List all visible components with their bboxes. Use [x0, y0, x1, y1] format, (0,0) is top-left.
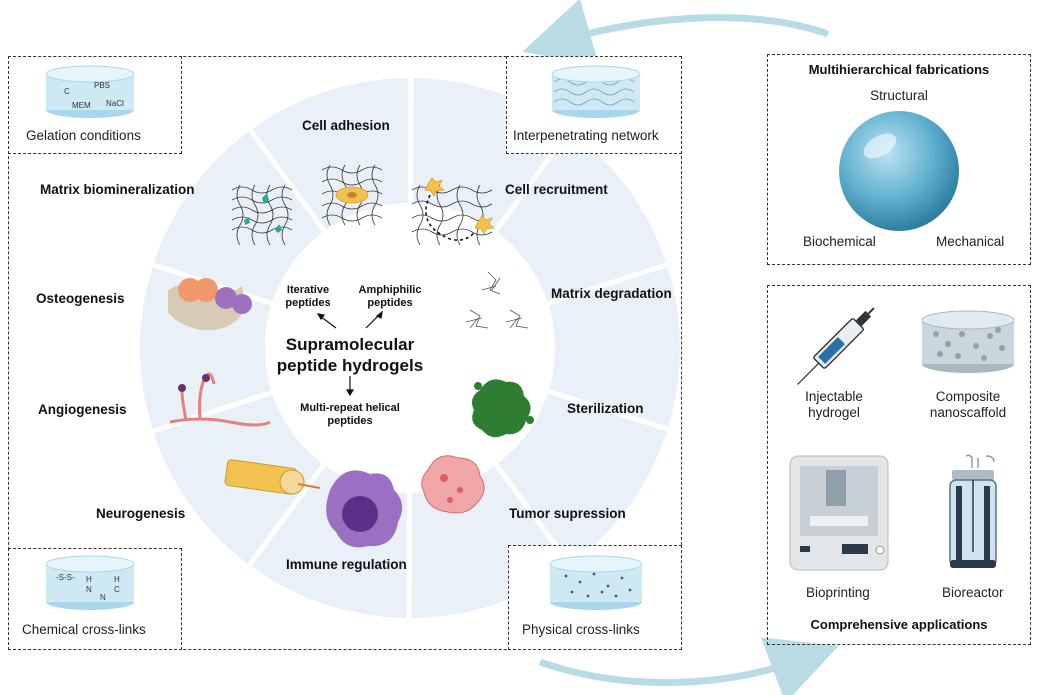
chemical-label: Chemical cross-links — [22, 622, 146, 637]
ring-label-cell-recruitment: Cell recruitment — [505, 182, 608, 197]
angiogenesis-icon — [169, 372, 271, 427]
ring-label-angiogenesis: Angiogenesis — [38, 402, 127, 417]
bioprinting-label: Bioprinting — [806, 585, 870, 600]
immune-cell-icon — [326, 470, 403, 548]
ring-label-neurogenesis: Neurogenesis — [96, 506, 186, 521]
sphere-icon — [839, 111, 959, 231]
ring-label-tumor-supression: Tumor supression — [509, 506, 626, 521]
gelation-label: Gelation conditions — [26, 128, 141, 143]
cell-recruitment-icon — [411, 177, 495, 246]
interpenetrating-label: Interpenetrating network — [513, 128, 659, 143]
fabrication-box — [767, 54, 1031, 265]
applications-box — [767, 285, 1031, 645]
tumor-suppression-icon — [421, 455, 485, 514]
svg-text:H: H — [114, 575, 120, 584]
chemical-hydrogel-icon: -S-S- H N H N C — [45, 555, 135, 610]
svg-text:C: C — [114, 585, 120, 594]
svg-text:PBS: PBS — [94, 81, 110, 90]
ring-label-immune-regulation: Immune regulation — [286, 557, 407, 572]
svg-text:C: C — [64, 87, 70, 96]
interpenetrating-hydrogel-icon — [551, 65, 641, 118]
svg-text:N: N — [86, 585, 92, 594]
svg-text:MEM: MEM — [72, 101, 91, 110]
neurogenesis-icon — [224, 459, 321, 495]
osteogenesis-icon — [168, 278, 252, 331]
top-arrow — [522, 0, 830, 66]
nanoscaffold-icon — [921, 310, 1015, 373]
fabrication-title: Multihierarchical fabrications — [808, 62, 990, 77]
sterilization-icon — [472, 379, 534, 438]
syringe-icon — [797, 307, 875, 385]
ring-label-osteogenesis: Osteogenesis — [36, 291, 125, 306]
cell-adhesion-icon — [321, 164, 383, 226]
ring-label-cell-adhesion: Cell adhesion — [302, 118, 390, 133]
bioreactor-icon — [949, 454, 997, 568]
ring-label-matrix-degradation: Matrix degradation — [551, 286, 672, 301]
bottom-arrow — [538, 637, 839, 695]
fabrication-structural: Structural — [870, 88, 928, 103]
ring-label-matrix-biomineralization: Matrix biomineralization — [40, 182, 195, 197]
physical-hydrogel-icon — [549, 555, 643, 610]
svg-text:H: H — [86, 575, 92, 584]
physical-label: Physical cross-links — [522, 622, 640, 637]
fabrication-biochemical: Biochemical — [803, 234, 876, 249]
matrix-degradation-icon — [465, 271, 529, 329]
gelation-hydrogel-icon: PBS C MEM NaCl — [45, 65, 135, 118]
ring-label-sterilization: Sterilization — [567, 401, 644, 416]
bioprinter-icon — [789, 455, 889, 571]
matrix-biomineralization-icon — [231, 184, 293, 246]
bioreactor-label: Bioreactor — [942, 585, 1004, 600]
svg-text:NaCl: NaCl — [106, 99, 124, 108]
svg-text:-S-S-: -S-S- — [56, 573, 75, 582]
main-frame — [8, 56, 682, 650]
fabrication-mechanical: Mechanical — [936, 234, 1005, 249]
applications-title: Comprehensive applications — [810, 617, 988, 632]
svg-text:N: N — [100, 593, 106, 602]
